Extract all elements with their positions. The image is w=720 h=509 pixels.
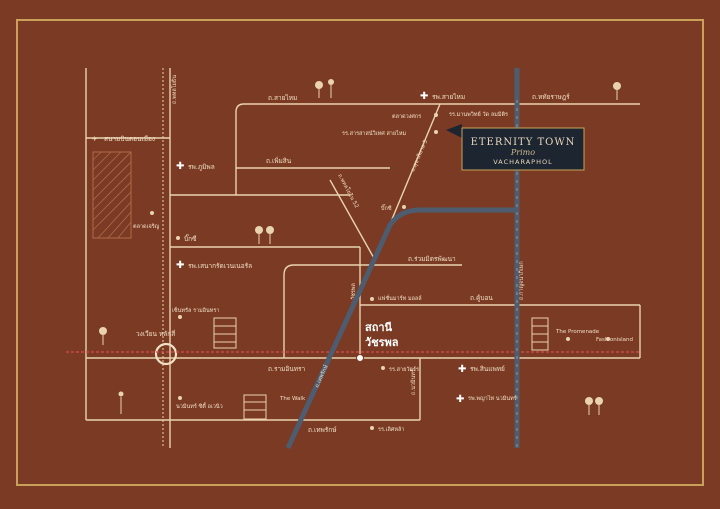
ramintra-label: ถ.รามอินทรา [268,365,306,373]
tree-icon [99,79,621,415]
nawamin-label: ถ.นวมินทร์ [410,369,417,395]
hospital-cross-icon: ✚ [420,91,428,102]
bigc-left-label: บิ๊กซี [184,234,197,243]
gold-frame [16,19,704,486]
hospital-cross-icon-2: ✚ [176,161,184,172]
project-label: ETERNITY TOWN Primo VACHARAPHOL [446,124,585,171]
airport-label: สนามบินดอนเมือง [104,135,155,143]
grey-line-rail-diagonal [285,207,517,450]
promenade-label: The Promenade [555,329,600,335]
laksi-circle-icon [154,342,178,366]
project-name: ETERNITY TOWN [471,137,576,148]
station-marker-icon [356,354,364,362]
phaholyothin-road [162,68,171,448]
station-name-line1: สถานี [365,321,393,334]
hosp-bhumibol-label: รพ.ภูมิพล [188,163,215,171]
building-icon [213,317,237,349]
ruamjai-school-label: รร.มานพวิทย์ วัด ลมมิติร [449,111,508,118]
lertla-school-label: รร.เลิศหล้า [378,426,404,433]
hosp-synphaet-label: รพ.สินแพทย์ [470,365,505,373]
building-icon-3 [531,317,549,351]
hospital-cross-icon-4: ✚ [458,364,466,375]
hospital-cross-icon-3: ✚ [176,260,184,271]
hathairat-label: ถ.หทัยราษฎร์ [532,93,570,101]
fashion-island-label: Fashionisland [596,337,633,343]
bigc-label: บิ๊กซี [380,204,391,212]
saimai-road-label: ถ.สายไหม [268,94,297,102]
place-markers: ✚ รพ.สายไหม ตลาดวงศกร รร.สารสาสน์วิเทศ ส… [133,91,633,433]
the-walk-label: The Walk [279,396,306,402]
station-name-line2: วัชรพล [365,336,399,349]
khubon-label: ถ.คู้บอน [470,294,493,302]
hospital-cross-icon-5: ✚ [456,394,464,405]
fashion-mall-label: แฟชั่นมาร์ท มอลล์ [378,294,422,302]
diagonal-road-left [329,179,376,261]
phaholyothin-label: ถ.พหลโยธิน [170,75,178,104]
kanchanaphisek-label: ถ.กาญจนาภิเษก [518,261,525,300]
hosp-saimai-label: รพ.สายไหม [432,93,465,101]
central-ramintra-label: เซ็นทรัล รามอินทรา [172,306,219,314]
building-icon-2 [243,394,267,420]
saimai-road-top [235,103,420,195]
hosp-phyathai-label: รพ.พญาไท นวมินทร์ [468,395,517,402]
airplane-icon: ✈ [92,135,98,143]
ruammitr-road [283,264,462,358]
bottom-road-label: ถ.เทพรักษ์ [308,426,337,434]
ruammitr-label: ถ.ร่วมมิตรพัฒนา [408,255,456,263]
nawamin-city-label: นวมินทร์ ซิตี้ อเวนิว [176,402,223,410]
sarasas-school-label: รร.สารสาสน์วิเทศ สายไหม [342,130,407,137]
phoemsin-label: ถ.เพิ่มสิน [266,156,292,165]
saint-school-label: รร.สายวัตร์ร [389,366,419,373]
project-subname: Primo [510,148,535,157]
talad-charoen-label: ตลาดเจริญ [133,223,160,230]
talad-wongsakorn-label: ตลาดวงศกร [392,113,421,120]
watcharaphon-label: ถ.วัชรพล [350,283,357,305]
hosp-senakorn-label: รพ.เสนากรัดเวนเนอรัล [188,262,252,270]
project-location: VACHARAPHOL [493,158,552,166]
laksi-circle-label: วงเวียน หลักสี่ [136,329,175,338]
airport-area [92,151,132,239]
